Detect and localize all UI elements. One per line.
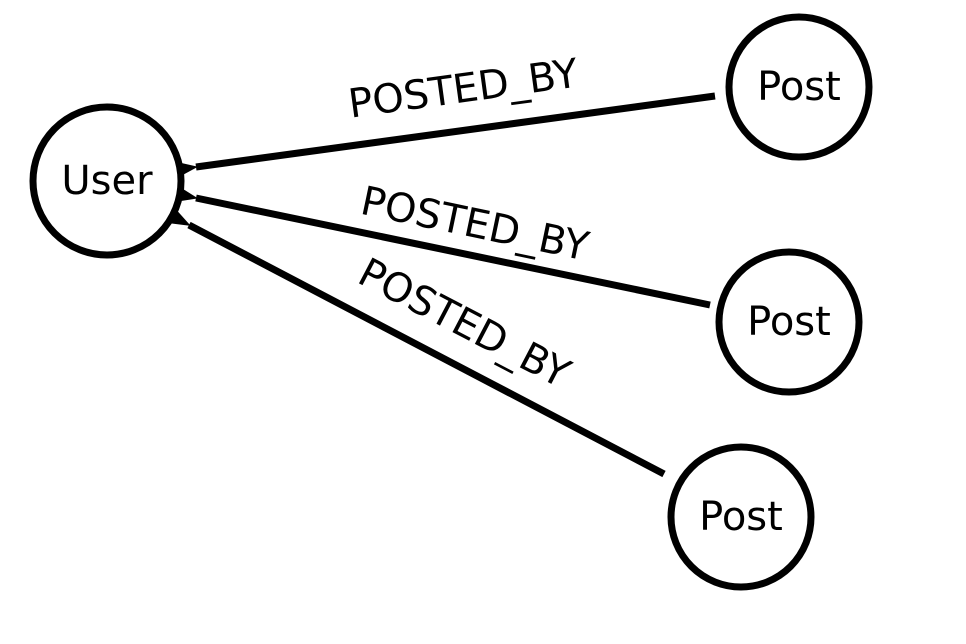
node-post-1-label: Post [757, 64, 841, 110]
node-post-2: Post [715, 248, 863, 396]
node-user-label: User [61, 158, 153, 204]
edge-post-2-to-user: POSTED_BY [155, 175, 711, 309]
node-post-2-circle [715, 248, 863, 396]
node-post-1-circle [725, 13, 873, 161]
edge-line-1 [156, 92, 716, 188]
node-user-circle [29, 103, 185, 259]
node-user: User [29, 103, 185, 259]
node-post-3: Post [667, 443, 815, 591]
edge-line-3 [148, 194, 666, 478]
node-post-3-label: Post [699, 494, 783, 540]
node-post-3-circle [667, 443, 815, 591]
node-post-2-label: Post [747, 299, 831, 345]
edge-post-3-to-user: POSTED_BY [148, 194, 666, 478]
edge-post-1-to-user: POSTED_BY [156, 51, 716, 188]
node-post-1: Post [725, 13, 873, 161]
edge-line-2 [155, 175, 711, 309]
